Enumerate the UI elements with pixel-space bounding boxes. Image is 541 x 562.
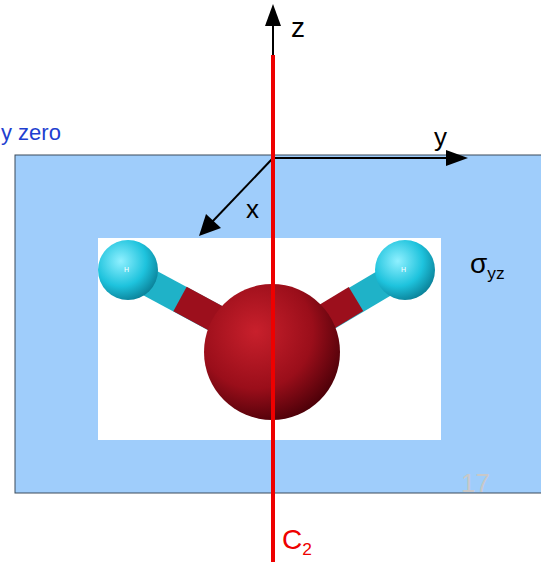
slide-number: 17 — [461, 470, 490, 496]
axis-label: z — [291, 14, 305, 42]
x-axis-arrowhead — [199, 214, 221, 236]
hydrogen-atom — [375, 240, 435, 300]
x-axis — [212, 158, 273, 222]
plane-label: σyz — [470, 250, 505, 282]
symbol-subscript: 2 — [302, 539, 312, 559]
slide-note: y zero — [1, 122, 61, 144]
symbol-main: C — [282, 524, 302, 555]
hydrogen-atom — [98, 240, 158, 300]
z-axis-arrowhead — [265, 4, 281, 26]
molecule-panel — [98, 238, 441, 440]
y-axis — [273, 157, 450, 159]
symbol-main: σ — [470, 248, 487, 279]
axis-label: y — [434, 124, 447, 150]
c2-axis — [271, 55, 275, 562]
atom-label: H — [401, 266, 406, 273]
mirror-plane — [15, 155, 541, 493]
symbol-subscript: yz — [487, 263, 504, 283]
axis-symbol: C2 — [282, 526, 312, 558]
atom-label: H — [124, 266, 129, 273]
y-axis-arrowhead — [446, 150, 468, 166]
axis-label: x — [246, 196, 259, 222]
